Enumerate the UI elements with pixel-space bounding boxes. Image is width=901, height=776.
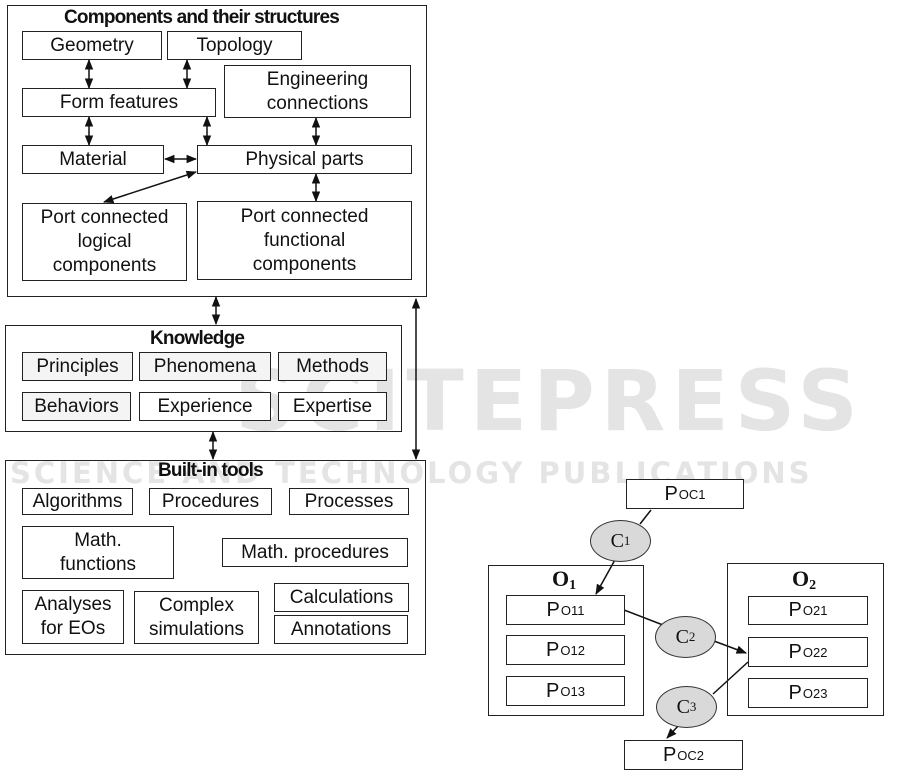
knowledge-title: Knowledge xyxy=(150,328,245,349)
connection-c1-base: C xyxy=(610,529,624,552)
knowledge-item-behaviors: Behaviors xyxy=(22,392,131,421)
port-po13-base: P xyxy=(546,679,560,702)
port-po23-base: P xyxy=(788,681,802,704)
line-po22-c3 xyxy=(712,661,749,695)
port-poc1-sub: OC1 xyxy=(678,486,706,502)
engineering-connections-box: Engineering connections xyxy=(224,65,411,118)
port-po12-base: P xyxy=(546,638,560,661)
port-functional-box: Port connected functional components xyxy=(197,201,412,280)
material-box: Material xyxy=(22,145,164,174)
knowledge-item-principles: Principles xyxy=(22,352,133,381)
port-po11-sub: O11 xyxy=(560,602,585,618)
object-o2-base: O xyxy=(792,566,810,591)
tool-analyses: Analyses for EOs xyxy=(22,590,124,644)
tool-calculations: Calculations xyxy=(274,583,409,612)
port-poc2-sub: OC2 xyxy=(677,747,705,763)
port-logical-box: Port connected logical components xyxy=(22,203,187,281)
arrow-c2-po22 xyxy=(713,640,747,654)
object-o1-box xyxy=(488,565,644,716)
tool-processes: Processes xyxy=(289,488,409,515)
connection-c2-base: C xyxy=(675,625,689,648)
form-features-box: Form features xyxy=(22,88,216,117)
connection-c2-sub: 2 xyxy=(688,629,696,644)
connection-c1-sub: 1 xyxy=(623,533,631,548)
port-po13-sub: O13 xyxy=(560,683,585,699)
tool-algorithms: Algorithms xyxy=(22,488,133,515)
physical-parts-box: Physical parts xyxy=(197,145,412,174)
tool-complex-simulations: Complex simulations xyxy=(134,591,259,644)
port-po21-base: P xyxy=(788,599,802,621)
object-o1-title: O1 xyxy=(552,566,576,594)
object-o1-base: O xyxy=(552,566,570,591)
components-title: Components and their structures xyxy=(64,7,340,28)
knowledge-item-methods: Methods xyxy=(278,352,387,381)
port-po22-base: P xyxy=(788,640,802,663)
object-o2-title: O2 xyxy=(792,566,816,594)
tool-math-procedures: Math. procedures xyxy=(222,538,408,567)
port-po11-base: P xyxy=(546,598,560,621)
object-o2-sub: 2 xyxy=(809,578,817,593)
knowledge-item-phenomena: Phenomena xyxy=(139,352,271,381)
topology-box: Topology xyxy=(167,31,302,60)
port-poc2-base: P xyxy=(662,743,677,766)
knowledge-item-experience: Experience xyxy=(139,392,271,421)
connection-c3-base: C xyxy=(676,695,690,718)
knowledge-item-expertise: Expertise xyxy=(278,392,387,421)
connection-c3-sub: 3 xyxy=(689,699,697,714)
tool-math-functions: Math. functions xyxy=(22,526,174,579)
port-po12-sub: O12 xyxy=(560,642,585,658)
tool-procedures: Procedures xyxy=(149,488,272,515)
object-o1-sub: 1 xyxy=(569,578,577,593)
port-poc1-base: P xyxy=(664,482,678,505)
port-po21-sub: O21 xyxy=(802,603,828,618)
geometry-box: Geometry xyxy=(22,31,162,60)
knowledge-group xyxy=(5,325,402,432)
tool-annotations: Annotations xyxy=(274,615,408,644)
port-po23-sub: O23 xyxy=(802,685,828,701)
arrow-c1-po11 xyxy=(595,557,617,595)
tools-group xyxy=(5,460,426,655)
object-o2-box xyxy=(727,563,884,716)
line-poc1-c1 xyxy=(639,509,652,525)
port-po22-sub: O22 xyxy=(802,644,828,660)
arrow-physical-logical xyxy=(103,170,197,204)
tools-title: Built-in tools xyxy=(158,460,264,481)
